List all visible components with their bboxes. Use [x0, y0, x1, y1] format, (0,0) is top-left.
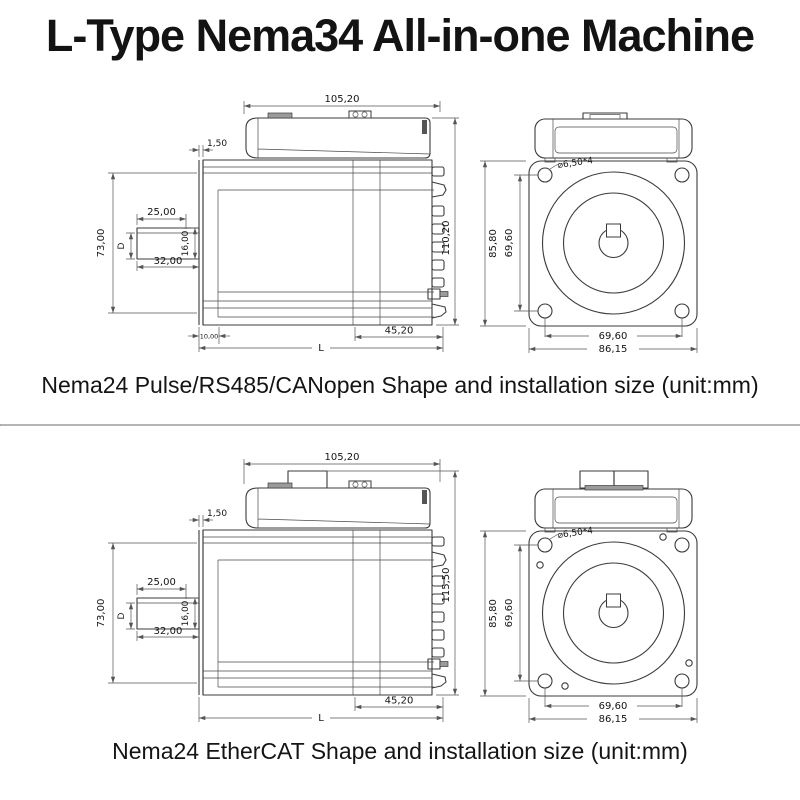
driver-housing-front	[534, 112, 693, 163]
connector	[348, 480, 372, 489]
front-view: 85,80 69,60 ⌀6,50*4 69,60 86,15	[480, 470, 698, 725]
dim-overall-width: 105,20	[325, 94, 360, 105]
dim-body-height: 73,00	[96, 229, 107, 258]
dim-shaft-height: 16,00	[181, 600, 191, 626]
dim-overall-height: 110,20	[441, 221, 452, 256]
dim-shaft-step: 25,00	[147, 577, 176, 588]
driver-unit	[245, 470, 431, 529]
dim-overall-width: 105,20	[325, 452, 360, 463]
dim-shaft-height: 16,00	[181, 230, 191, 256]
driver-tab	[267, 112, 293, 119]
connector	[348, 110, 372, 119]
dim-shaft-step: 25,00	[147, 207, 176, 218]
mounting-flange	[528, 530, 698, 697]
mounting-hole	[537, 167, 553, 183]
rear-pin	[422, 120, 427, 134]
dim-overall-length: L	[318, 343, 324, 354]
front-flange	[198, 530, 219, 695]
dim-shaft-length: 32,00	[154, 626, 183, 637]
page-title: L-Type Nema34 All-in-one Machine	[45, 10, 755, 61]
heat-sink-fins	[427, 166, 449, 319]
dim-flange-height: 85,80	[488, 229, 499, 258]
dim-hole-pitch-h: 69,60	[599, 701, 628, 712]
mounting-hole	[537, 303, 553, 319]
dim-shaft-diameter: D	[117, 242, 127, 249]
front-view-dimensions: 85,80 69,60 ⌀6,50*4 69,60 86,15	[480, 526, 698, 725]
mounting-hole	[674, 537, 690, 553]
accessory-hole	[536, 561, 544, 569]
accessory-hole	[685, 659, 693, 667]
dim-hole-pitch-v: 69,60	[504, 599, 515, 628]
pulse-version-drawing: 105,20 1,50 73,00 25,00 D 16,00	[96, 94, 698, 355]
front-view-dimensions: 85,80 69,60 ⌀6,50*4 69,60 86,15	[480, 156, 698, 355]
dim-overall-length: L	[318, 713, 324, 724]
dim-rear-length: 45,20	[385, 696, 414, 707]
side-view: 105,20 1,50 73,00 25,00 D 16,00	[96, 452, 459, 724]
dim-hole-pitch-h: 69,60	[599, 331, 628, 342]
dim-rear-length: 45,20	[385, 326, 414, 337]
dim-body-height: 73,00	[96, 599, 107, 628]
side-view-dimensions: 105,20 1,50 73,00 25,00 D 16,00	[96, 94, 459, 354]
mounting-hole	[674, 673, 690, 689]
dim-overall-height: 115,50	[441, 568, 452, 603]
front-view: 85,80 69,60 ⌀6,50*4 69,60 86,15	[480, 112, 698, 355]
dim-shaft-diameter: D	[117, 612, 127, 619]
mounting-hole	[537, 673, 553, 689]
mounting-hole	[537, 537, 553, 553]
bolt	[427, 288, 441, 300]
bolt	[427, 658, 441, 670]
ethercat-port-bump	[287, 470, 328, 489]
mounting-hole	[674, 167, 690, 183]
section-caption-pulse: Nema24 Pulse/RS485/CANopen Shape and ins…	[41, 372, 759, 398]
section-caption-ethercat: Nema24 EtherCAT Shape and installation s…	[112, 738, 688, 764]
dim-base-step: 10,00	[200, 333, 219, 341]
dim-shaft-length: 32,00	[154, 256, 183, 267]
mounting-hole	[674, 303, 690, 319]
driver-unit	[245, 110, 431, 159]
rear-pin	[422, 490, 427, 504]
motor-body	[202, 529, 434, 696]
dim-flange-width: 86,15	[599, 344, 628, 355]
accessory-hole	[659, 533, 667, 541]
top-connector	[582, 112, 628, 120]
keyway	[606, 223, 621, 238]
dim-flange-width: 86,15	[599, 714, 628, 725]
pilot-circle	[541, 541, 686, 685]
dim-hole-pitch-v: 69,60	[504, 229, 515, 258]
motor-body	[202, 159, 434, 326]
dim-flange-height: 85,80	[488, 599, 499, 628]
dim-flange-thickness: 1,50	[207, 139, 227, 149]
pilot-circle	[541, 171, 686, 315]
dim-flange-thickness: 1,50	[207, 509, 227, 519]
side-view-dimensions: 105,20 1,50 73,00 25,00 D 16,00	[96, 452, 459, 724]
heat-sink-fins	[427, 536, 449, 689]
driver-housing-front	[534, 470, 693, 533]
keyway	[606, 593, 621, 608]
accessory-hole	[561, 682, 569, 690]
ethercat-version-drawing: 105,20 1,50 73,00 25,00 D 16,00	[96, 452, 698, 725]
section-divider	[0, 424, 800, 426]
dim-mounting-holes: ⌀6,50*4	[557, 156, 594, 171]
front-flange	[198, 160, 219, 325]
dim-mounting-holes: ⌀6,50*4	[557, 526, 594, 541]
driver-tab	[267, 482, 293, 489]
side-view: 105,20 1,50 73,00 25,00 D 16,00	[96, 94, 459, 354]
mounting-flange	[528, 160, 698, 327]
